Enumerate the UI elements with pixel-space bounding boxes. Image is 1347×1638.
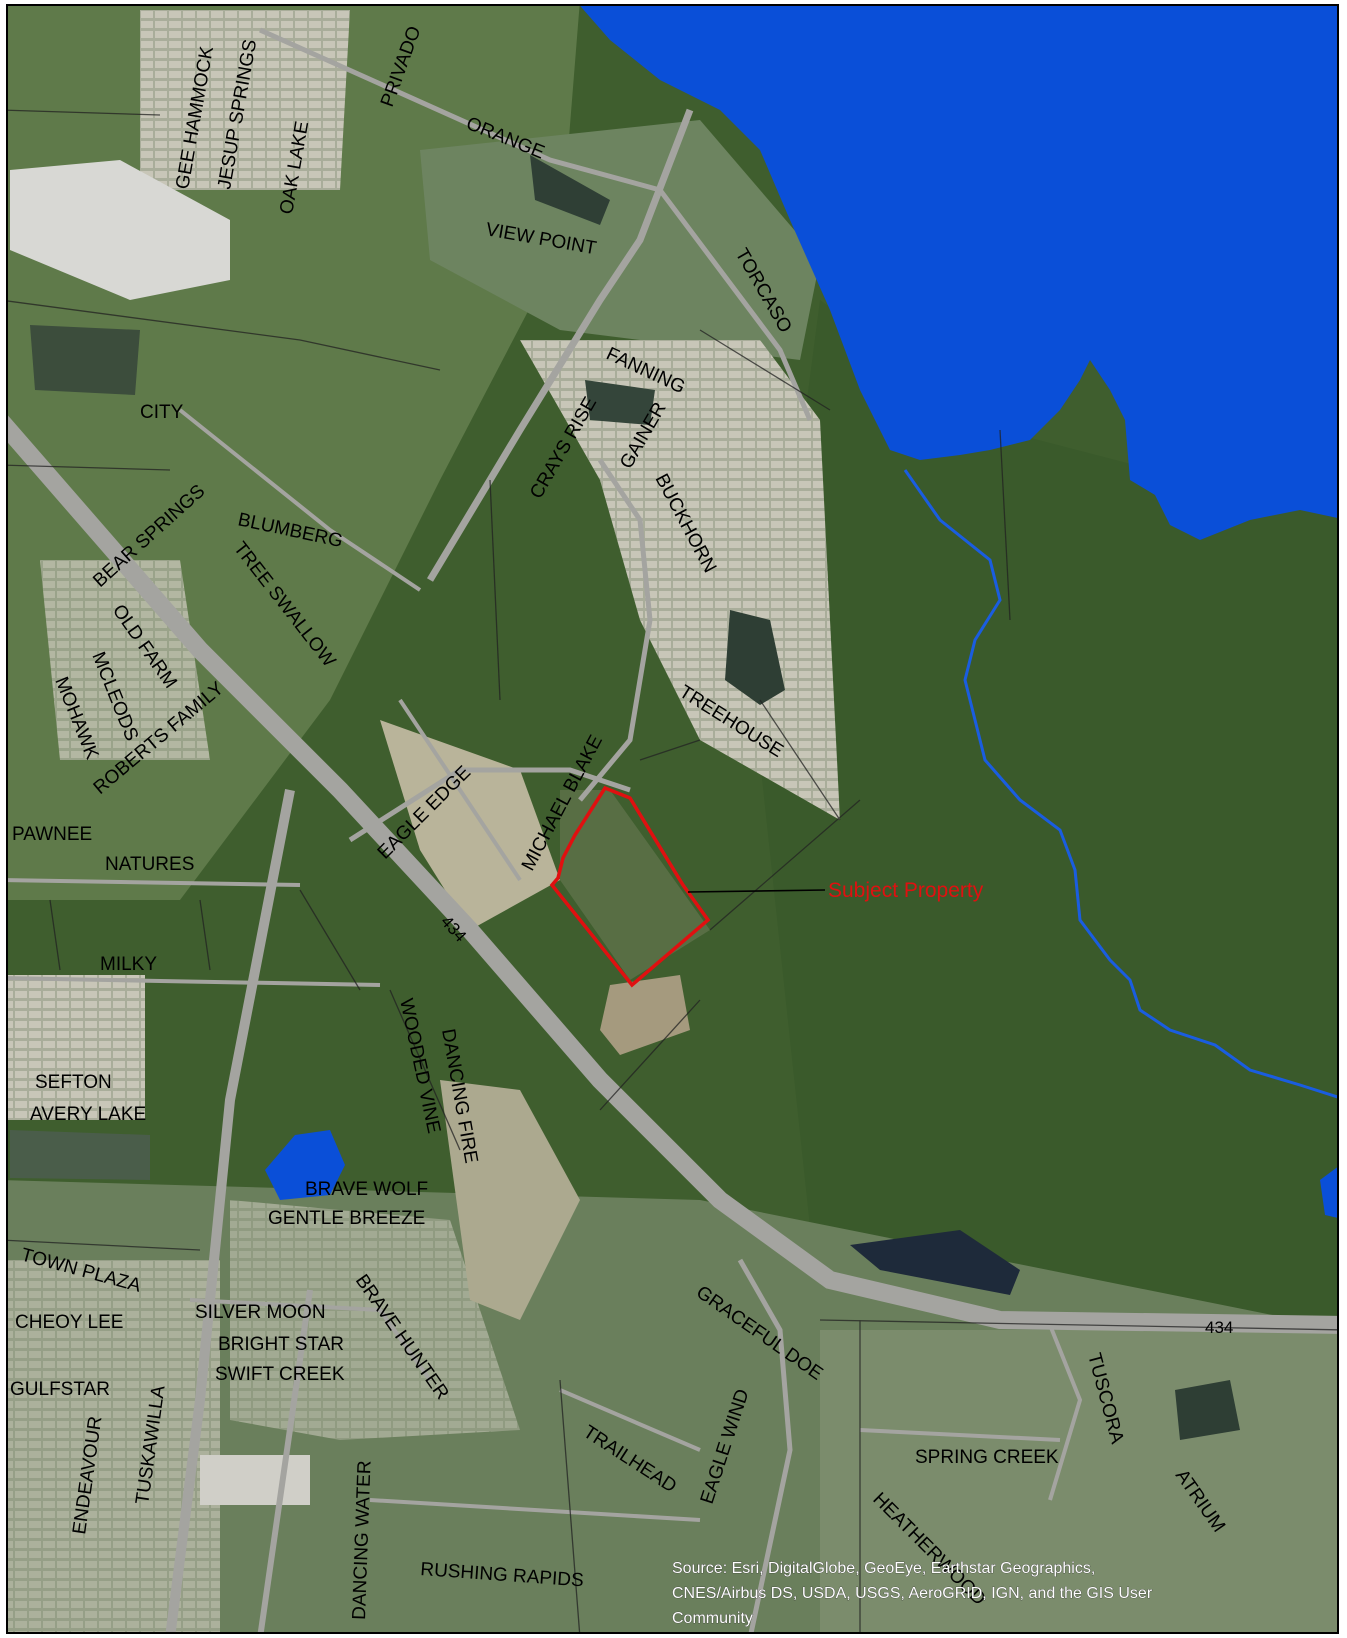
label-swift-creek: SWIFT CREEK xyxy=(215,1364,345,1385)
label-brave-wolf: BRAVE WOLF xyxy=(305,1179,428,1200)
north-residential xyxy=(420,120,820,360)
label-milky: MILKY xyxy=(100,954,157,975)
label-sefton: SEFTON xyxy=(35,1072,112,1093)
subject-property-label: Subject Property xyxy=(828,879,984,902)
pond-nw xyxy=(30,325,140,395)
pond-treehouse xyxy=(725,610,785,705)
subject-property-boundary[interactable] xyxy=(549,785,711,988)
label-bright-star: BRIGHT STAR xyxy=(218,1334,344,1355)
commercial-building xyxy=(10,160,230,300)
avery-lake-residential xyxy=(8,975,145,1120)
label-silver-moon: SILVER MOON xyxy=(195,1302,326,1323)
subject-site-ground xyxy=(560,790,710,980)
subject-property-leader-line xyxy=(687,889,826,893)
pond-west xyxy=(10,1130,150,1180)
source-attribution: Source: Esri, DigitalGlobe, GeoEye, Eart… xyxy=(672,1560,1153,1628)
parcel-lines xyxy=(8,109,1337,1632)
oak-lake-residential xyxy=(140,10,350,190)
label-city: CITY xyxy=(140,402,184,423)
school-building xyxy=(200,1455,310,1505)
pond-south xyxy=(850,1230,1020,1295)
label-hwy-434-east: 434 xyxy=(1205,1318,1233,1337)
label-gulfstar: GULFSTAR xyxy=(10,1379,110,1400)
label-natures: NATURES xyxy=(105,854,194,875)
label-cheoy-lee: CHEOY LEE xyxy=(15,1312,123,1333)
south-residential xyxy=(230,1200,520,1440)
label-avery-lake: AVERY LAKE xyxy=(30,1104,146,1125)
lake-jesup xyxy=(580,6,1337,540)
source-line-3: Community xyxy=(672,1610,753,1627)
pond-brave-wolf xyxy=(265,1130,345,1200)
east-forest xyxy=(760,300,1337,1320)
southwest-residential xyxy=(8,1260,220,1632)
pond-southeast xyxy=(1175,1380,1240,1440)
cleared-site-south xyxy=(440,1080,580,1320)
pond-view-point xyxy=(530,155,610,225)
label-spring-creek: SPRING CREEK xyxy=(915,1447,1059,1468)
source-line-1: Source: Esri, DigitalGlobe, GeoEye, Eart… xyxy=(672,1560,1095,1577)
source-line-2: CNES/Airbus DS, USDA, USGS, AeroGRID, IG… xyxy=(672,1585,1153,1602)
east-inlet xyxy=(1320,1167,1337,1218)
pond-crescent xyxy=(585,380,655,425)
label-pawnee: PAWNEE xyxy=(12,824,92,845)
label-gentle-breeze: GENTLE BREEZE xyxy=(268,1208,425,1229)
creek xyxy=(903,469,1337,1099)
